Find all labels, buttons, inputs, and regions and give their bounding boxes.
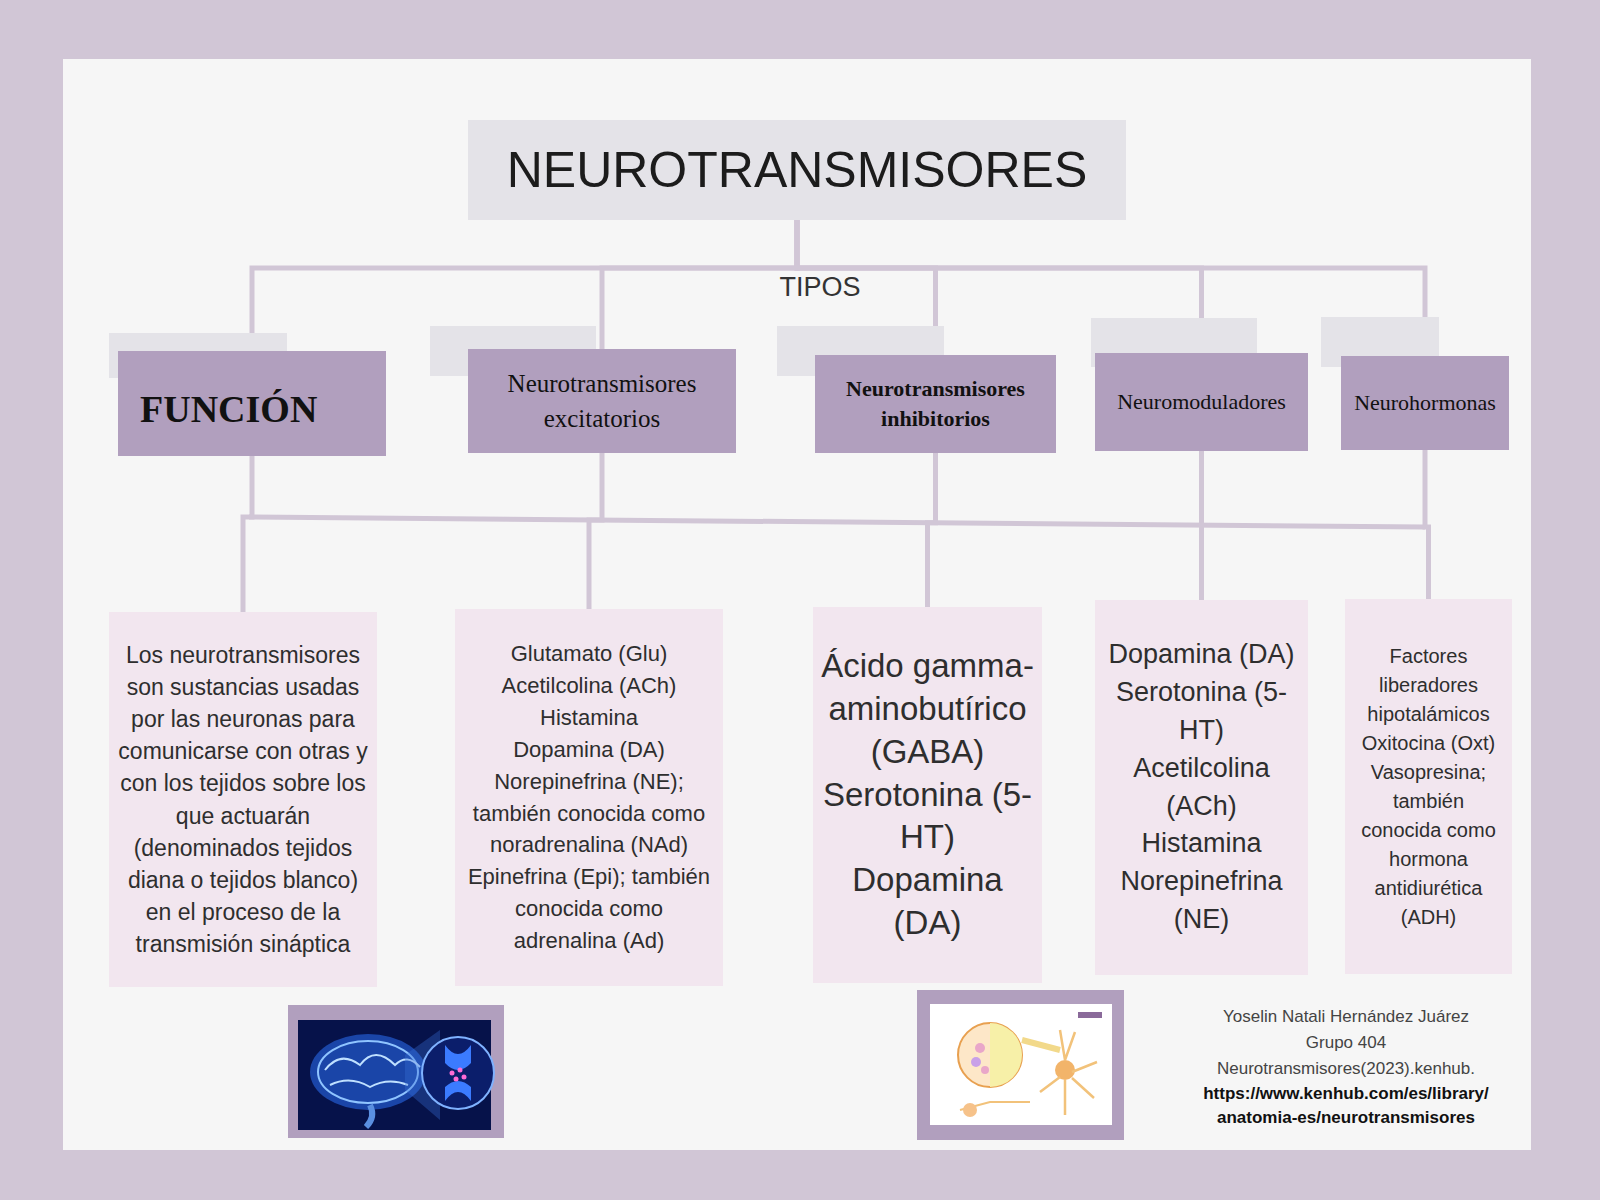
tree-connector xyxy=(1425,450,1429,599)
content-box: Ácido gamma-aminobutírico (GABA)Serotoni… xyxy=(813,607,1042,983)
tree-connector xyxy=(243,456,252,612)
neuron-illustration xyxy=(917,990,1124,1140)
node-text: Dopamina (DA) xyxy=(1108,636,1294,674)
content-box: Los neurotransmisores son sustancias usa… xyxy=(109,612,377,987)
content-box: Dopamina (DA)Serotonina (5-HT)Acetilcoli… xyxy=(1095,600,1308,975)
tree-connector xyxy=(1199,451,1204,600)
merge-bar xyxy=(249,517,1425,527)
brain-illustration xyxy=(288,1005,504,1138)
credit-text: Grupo 404 xyxy=(1166,1030,1526,1056)
content-box: Glutamato (Glu)Acetilcolina (ACh)Histami… xyxy=(455,609,723,986)
node-text: Serotonina (5-HT) xyxy=(821,774,1034,860)
node-text: Neurohormonas xyxy=(1354,389,1496,418)
credits-block: Yoselin Natali Hernández JuárezGrupo 404… xyxy=(1166,1004,1526,1130)
content-box: Factores liberadores hipotalámicosOxitoc… xyxy=(1345,599,1512,974)
node-text: Dopamina (DA) xyxy=(821,859,1034,945)
node-text: Ácido gamma-aminobutírico (GABA) xyxy=(821,645,1034,774)
node-text: Neurotransmisores inhibitorios xyxy=(823,374,1048,433)
type-box: Neuromoduladores xyxy=(1095,353,1308,451)
node-text: Histamina xyxy=(540,702,638,734)
node-text: FUNCIÓN xyxy=(140,388,317,432)
tree-connector xyxy=(928,453,936,607)
node-text: Factores liberadores hipotalámicos xyxy=(1353,642,1504,729)
node-text: Acetilcolina (ACh) xyxy=(502,670,677,702)
source-url: https://www.kenhub.com/es/library/ anato… xyxy=(1166,1082,1526,1130)
node-text: Neuromoduladores xyxy=(1117,388,1286,417)
type-box: Neurotransmisores inhibitorios xyxy=(815,355,1056,453)
node-text: Histamina xyxy=(1141,825,1261,863)
node-text: Serotonina (5-HT) xyxy=(1103,674,1300,750)
node-text: Neurotransmisores excitatorios xyxy=(476,366,728,436)
node-text: Glutamato (Glu) xyxy=(511,638,668,670)
title-box: NEUROTRANSMISORES xyxy=(468,120,1126,220)
function-box: FUNCIÓN xyxy=(118,351,386,456)
node-text: Norepinefrina (NE) xyxy=(1103,863,1300,939)
node-text: Acetilcolina (ACh) xyxy=(1103,750,1300,826)
node-text: Dopamina (DA) xyxy=(513,734,665,766)
node-text: Norepinefrina (NE); también conocida com… xyxy=(463,766,715,862)
node-text: Oxitocina (Oxt) xyxy=(1362,729,1495,758)
type-box: Neurotransmisores excitatorios xyxy=(468,349,736,453)
tree-connector xyxy=(602,220,797,349)
tree-connector xyxy=(589,453,602,609)
section-label: TIPOS xyxy=(740,271,900,303)
node-text: Vasopresina; también conocida como hormo… xyxy=(1353,758,1504,932)
node-text: NEUROTRANSMISORES xyxy=(507,143,1088,198)
credit-text: Yoselin Natali Hernández Juárez xyxy=(1166,1004,1526,1030)
type-box: Neurohormonas xyxy=(1341,356,1509,450)
node-text: Los neurotransmisores son sustancias usa… xyxy=(117,639,369,961)
node-text: Epinefrina (Epi); también conocida como … xyxy=(463,861,715,957)
credit-text: Neurotransmisores(2023).kenhub. xyxy=(1166,1056,1526,1082)
